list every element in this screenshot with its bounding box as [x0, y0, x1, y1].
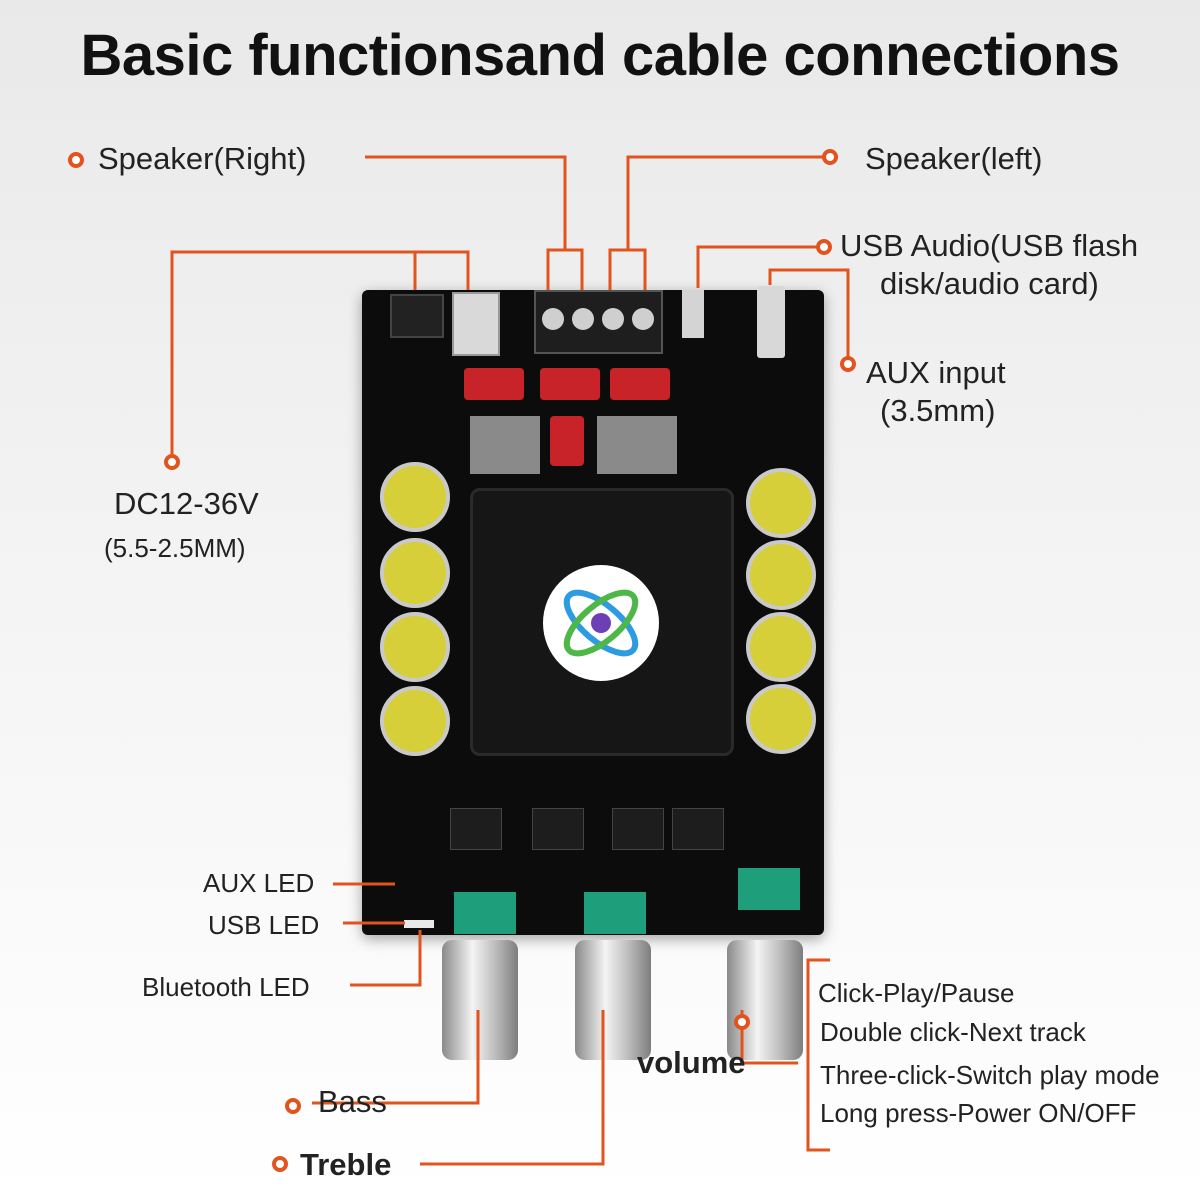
chip [532, 808, 584, 850]
label-bass: Bass [318, 1084, 387, 1119]
dc-terminal [390, 294, 444, 338]
volume-function-long-press: Long press-Power ON/OFF [820, 1098, 1137, 1128]
volume-knob[interactable] [727, 940, 803, 1060]
dot-volume [734, 1014, 750, 1030]
potentiometer-bass [454, 892, 516, 934]
relay [464, 368, 524, 400]
dot-usb-audio [816, 239, 832, 255]
dc-jack [452, 292, 500, 356]
capacitor [746, 684, 816, 754]
label-speaker-left: Speaker(left) [865, 141, 1043, 176]
dot-treble [272, 1156, 288, 1172]
label-treble: Treble [300, 1147, 392, 1182]
volume-function-click: Click-Play/Pause [818, 978, 1015, 1008]
inductor [470, 416, 540, 474]
chip [672, 808, 724, 850]
label-usb-audio-line1: USB Audio(USB flash [840, 228, 1139, 263]
dot-bass [285, 1098, 301, 1114]
dot-aux-input [840, 356, 856, 372]
label-usb-audio-line2: disk/audio card) [880, 266, 1099, 301]
cooling-fan [470, 488, 734, 756]
label-dc-power: DC12-36V [114, 486, 259, 521]
logo-icon [543, 565, 659, 681]
capacitor [380, 538, 450, 608]
dot-dc [164, 454, 180, 470]
dot-speaker-left [822, 149, 838, 165]
label-usb-led: USB LED [208, 910, 320, 940]
label-aux-input-line2: (3.5mm) [880, 393, 996, 428]
capacitor [746, 468, 816, 538]
potentiometer-treble [584, 892, 646, 934]
relay [550, 416, 584, 466]
bass-knob[interactable] [442, 940, 518, 1060]
label-aux-led: AUX LED [203, 868, 315, 898]
relay [610, 368, 670, 400]
inductor [597, 416, 677, 474]
label-dc-power-sub: (5.5-2.5MM) [104, 533, 246, 563]
volume-function-three-click: Three-click-Switch play mode [820, 1060, 1160, 1090]
label-aux-input-line1: AUX input [866, 355, 1006, 390]
aux-jack [757, 286, 785, 358]
label-volume: volume [637, 1045, 746, 1080]
volume-function-double-click: Double click-Next track [820, 1017, 1086, 1047]
capacitor [380, 686, 450, 756]
speaker-terminal-block [534, 290, 663, 354]
dot-speaker-right [68, 152, 84, 168]
label-speaker-right: Speaker(Right) [98, 141, 307, 176]
capacitor [380, 462, 450, 532]
potentiometer-volume [738, 868, 800, 910]
capacitor [380, 612, 450, 682]
treble-knob[interactable] [575, 940, 651, 1060]
usb-port [682, 290, 704, 338]
chip [612, 808, 664, 850]
capacitor [746, 540, 816, 610]
page-title: Basic functionsand cable connections [80, 23, 1120, 88]
led-row [404, 920, 434, 928]
relay [540, 368, 600, 400]
capacitor [746, 612, 816, 682]
chip [450, 808, 502, 850]
label-bluetooth-led: Bluetooth LED [142, 972, 310, 1002]
